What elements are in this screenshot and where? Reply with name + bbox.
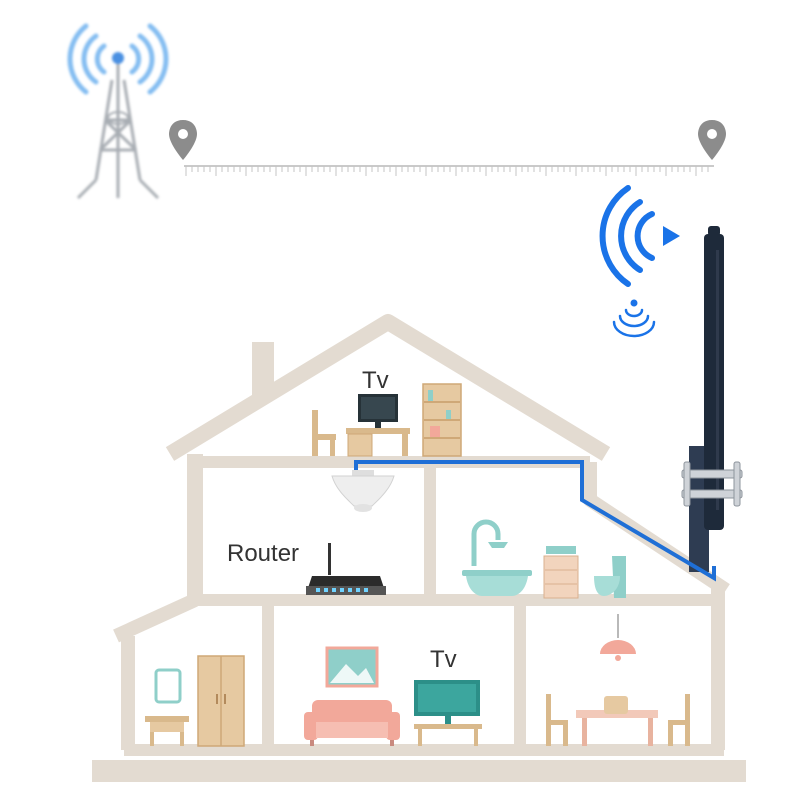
dining-room-furniture: [546, 614, 690, 746]
cell-tower-icon: [67, 23, 169, 200]
attic-furniture: [312, 383, 462, 457]
router-icon: [306, 543, 386, 595]
ceiling-antenna-icon: [331, 470, 395, 512]
attic-tv-label: Tv: [362, 367, 389, 394]
living-room-furniture: [304, 646, 482, 746]
map-pin-icon: [169, 120, 197, 160]
coax-cable: [354, 460, 716, 582]
ground-slab: [92, 760, 746, 782]
map-pin-icon: [698, 120, 726, 160]
living-room-tv-label: Tv: [430, 646, 457, 673]
router-label: Router: [227, 540, 300, 567]
outdoor-antenna-icon: [681, 226, 743, 572]
bedroom-furniture: [145, 655, 245, 747]
wifi-signal-icon: [599, 185, 680, 338]
bathroom-furniture: [462, 519, 626, 599]
distance-ruler: [184, 165, 714, 176]
